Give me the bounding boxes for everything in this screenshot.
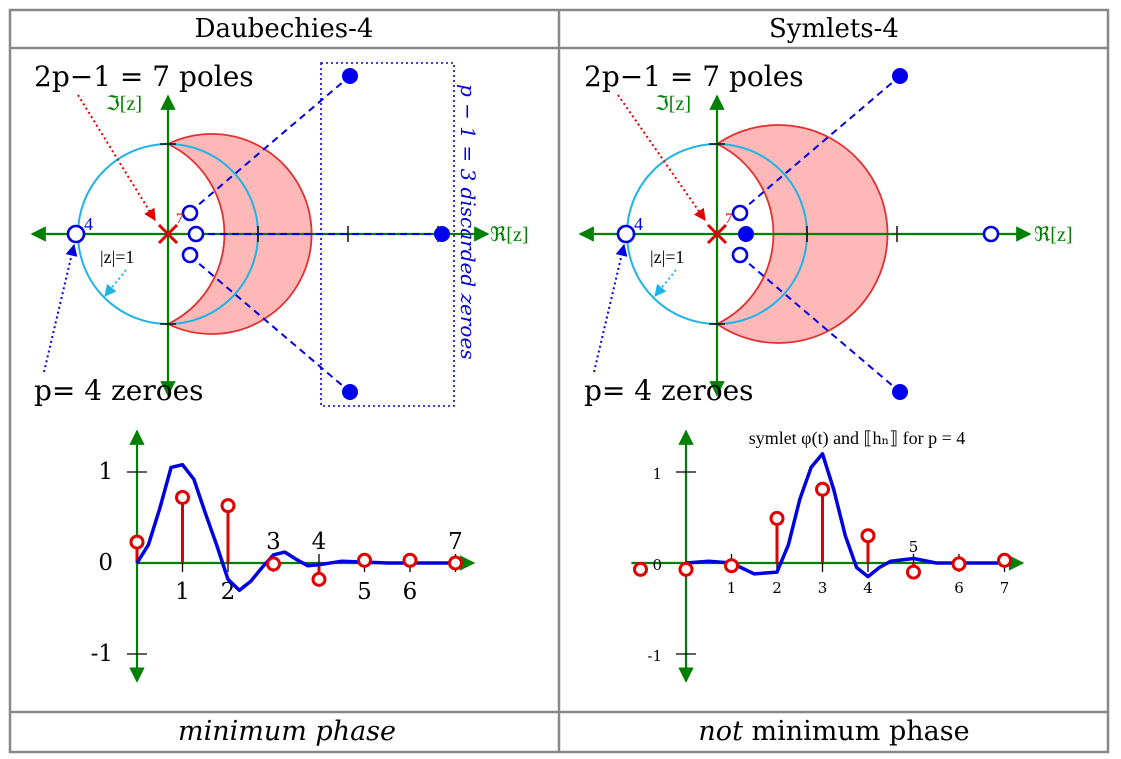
stem-head: [357, 552, 372, 568]
x-tick-label: 3: [818, 579, 828, 597]
unit-circle-label: |z|=1: [100, 247, 134, 267]
x-tick-label: 1: [175, 579, 190, 605]
real-axis-label: ℜ[z]: [1034, 224, 1072, 246]
imag-axis-label: ℑ[z]: [655, 93, 691, 115]
unit-circle-label: |z|=1: [650, 247, 684, 267]
stem-head: [997, 552, 1012, 568]
stem-head: [860, 528, 876, 544]
zero-outside: [892, 68, 908, 84]
zero-outside: [892, 384, 908, 400]
pole-multiplicity: 7: [725, 211, 733, 227]
x-tick-label: 5: [357, 579, 372, 605]
stem-head: [448, 555, 463, 571]
discarded-box: [320, 62, 455, 407]
zero-marker: [187, 225, 205, 243]
y-tick-label: 1: [652, 465, 662, 483]
discarded-zeroes-label: p − 1 = 3 discarded zeroes: [456, 84, 480, 360]
pz-diagram-left: ℑ[z] ℜ[z] |z|=1 p − 1 = 3 discarded zero…: [30, 60, 528, 407]
scaling-function-curve: [135, 462, 456, 593]
y-tick-label: 1: [98, 459, 113, 485]
y-tick-label: 0: [98, 550, 113, 576]
discarded-zero: [342, 68, 358, 84]
poles-annotation: 2p−1 = 7 poles: [34, 60, 254, 93]
real-axis-label: ℜ[z]: [490, 224, 528, 246]
imag-axis-label: ℑ[z]: [106, 93, 142, 115]
zero-marker: [181, 246, 199, 264]
zero-marker: [982, 225, 1000, 243]
zero-multiplicity: 4: [634, 214, 643, 234]
y-tick-label: -1: [91, 641, 113, 667]
x-tick-label: 5: [909, 538, 919, 556]
pole-multiplicity: 7: [176, 211, 184, 227]
zero-multiplicity: 4: [84, 214, 93, 234]
stem-head: [951, 556, 967, 572]
zero-marker-multiple: [66, 224, 86, 244]
stem-head: [678, 561, 694, 577]
zero-marker: [731, 246, 749, 264]
footer-minimum-phase: minimum phase: [178, 716, 396, 747]
pole-marker: [157, 223, 179, 245]
x-tick-label: 7: [1000, 579, 1010, 597]
zero-inside: [738, 226, 754, 242]
x-tick-label: 2: [772, 579, 782, 597]
x-tick-label: 4: [863, 579, 873, 597]
zero-marker: [731, 204, 749, 222]
wavelet-title: symlet φ(t) and ⟦hₙ⟧ for p = 4: [749, 428, 966, 449]
header-symlets: Symlets-4: [769, 14, 899, 44]
x-tick-label: 7: [448, 529, 463, 555]
x-tick-label: 1: [727, 579, 737, 597]
stem-head: [220, 498, 236, 514]
footer-not-minimum-phase: not minimum phase: [698, 716, 969, 747]
stem-head: [129, 534, 145, 550]
stem-head: [402, 552, 418, 568]
wavelet-chart-daubechies: 1 0 -1 1 2 3 4 5 6 7: [91, 429, 476, 683]
x-tick-label: 2: [221, 579, 236, 605]
x-tick-label: 6: [403, 579, 418, 605]
y-tick-label: 0: [652, 556, 662, 574]
x-tick-label: 4: [312, 529, 327, 555]
zero-marker-multiple: [616, 224, 636, 244]
poles-annotation: 2p−1 = 7 poles: [584, 60, 804, 93]
zeroes-annotation: p= 4 zeroes: [584, 374, 754, 407]
pz-diagram-right: ℑ[z] ℜ[z] |z|=1 4 7 2p−1 = 7 poles p= 4 …: [578, 60, 1072, 407]
discarded-zero: [434, 226, 450, 242]
x-tick-label: 3: [266, 529, 281, 555]
stem-head: [769, 510, 785, 526]
stem-head: [175, 489, 190, 505]
wavelet-chart-symlet: 1 0 -1 1 2 3 4 5 6 7: [631, 429, 1025, 683]
header-daubechies: Daubechies-4: [195, 14, 374, 44]
zero-marker: [181, 204, 199, 222]
stem-head: [266, 556, 281, 572]
stem-head: [724, 558, 739, 574]
pole-marker: [706, 223, 728, 245]
table-frame: [8, 8, 1110, 754]
zeroes-annotation: p= 4 zeroes: [34, 374, 204, 407]
scaling-function-curve: [685, 452, 1005, 579]
stem-head: [311, 571, 327, 587]
x-tick-label: 6: [954, 579, 964, 597]
y-tick-label: -1: [647, 647, 662, 665]
stem-head: [906, 564, 921, 580]
discarded-zero: [342, 384, 358, 400]
stem-head: [633, 561, 648, 577]
stem-head: [815, 481, 830, 497]
